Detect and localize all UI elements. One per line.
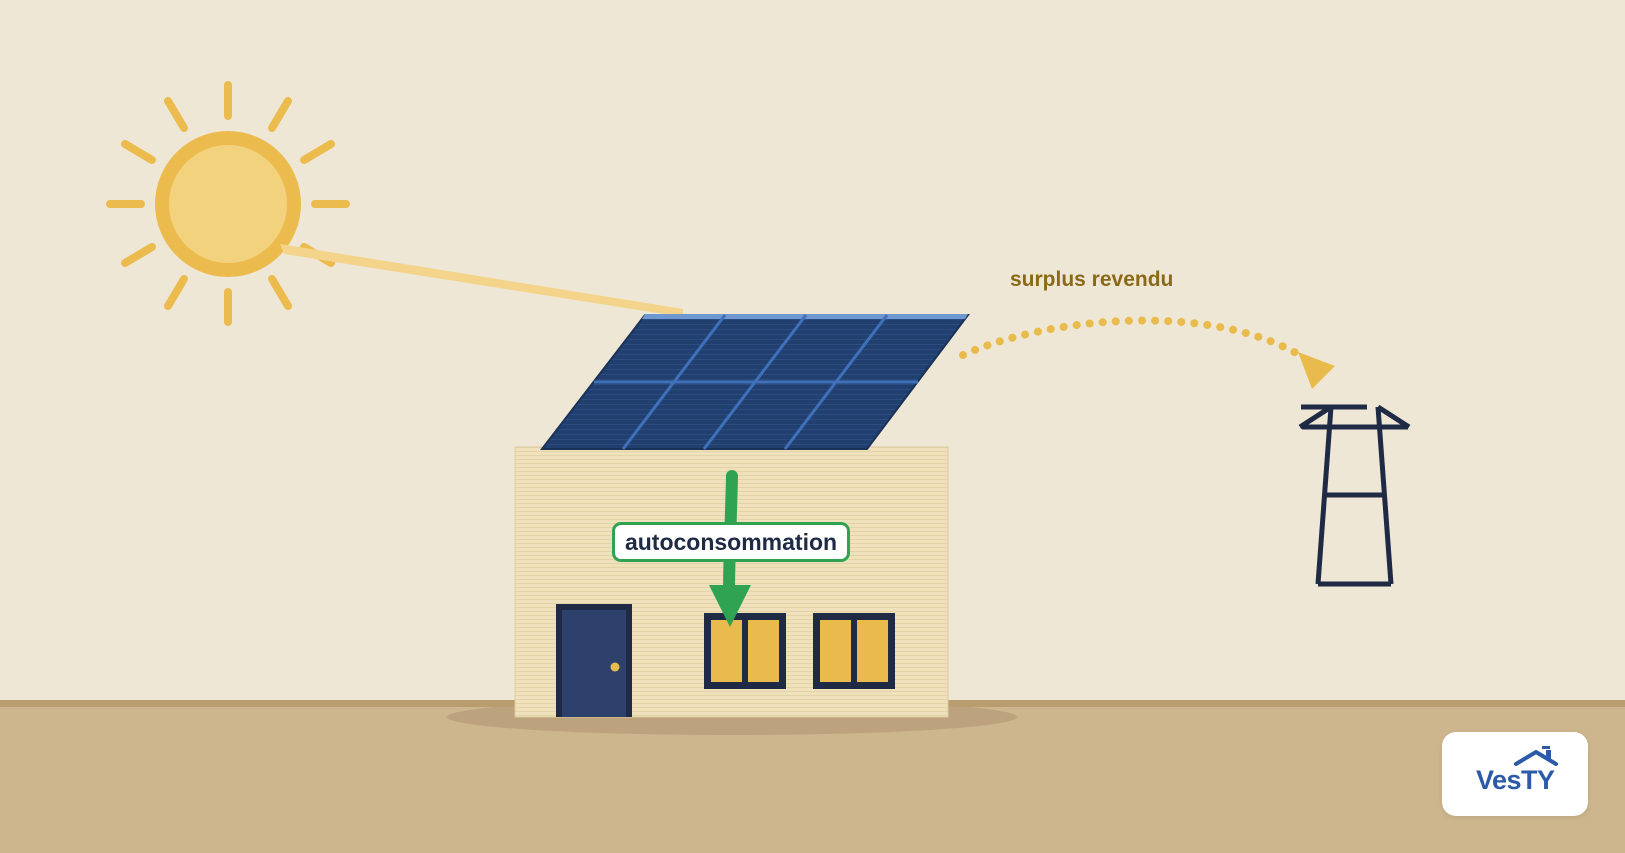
door-knob — [610, 662, 620, 672]
brand-logo: VesTY — [1442, 732, 1588, 816]
logo-house-roof-icon — [1514, 746, 1558, 766]
self-consumption-label: autoconsommation — [612, 522, 850, 562]
sun-ray — [280, 244, 683, 317]
power-pylon-icon — [1298, 404, 1411, 587]
surplus-label: surplus revendu — [1010, 268, 1174, 291]
solar-panel-icon — [539, 314, 971, 450]
sun-icon — [106, 81, 350, 326]
logo-text: VesTY — [1476, 765, 1555, 795]
surplus-arrow — [959, 316, 1335, 389]
